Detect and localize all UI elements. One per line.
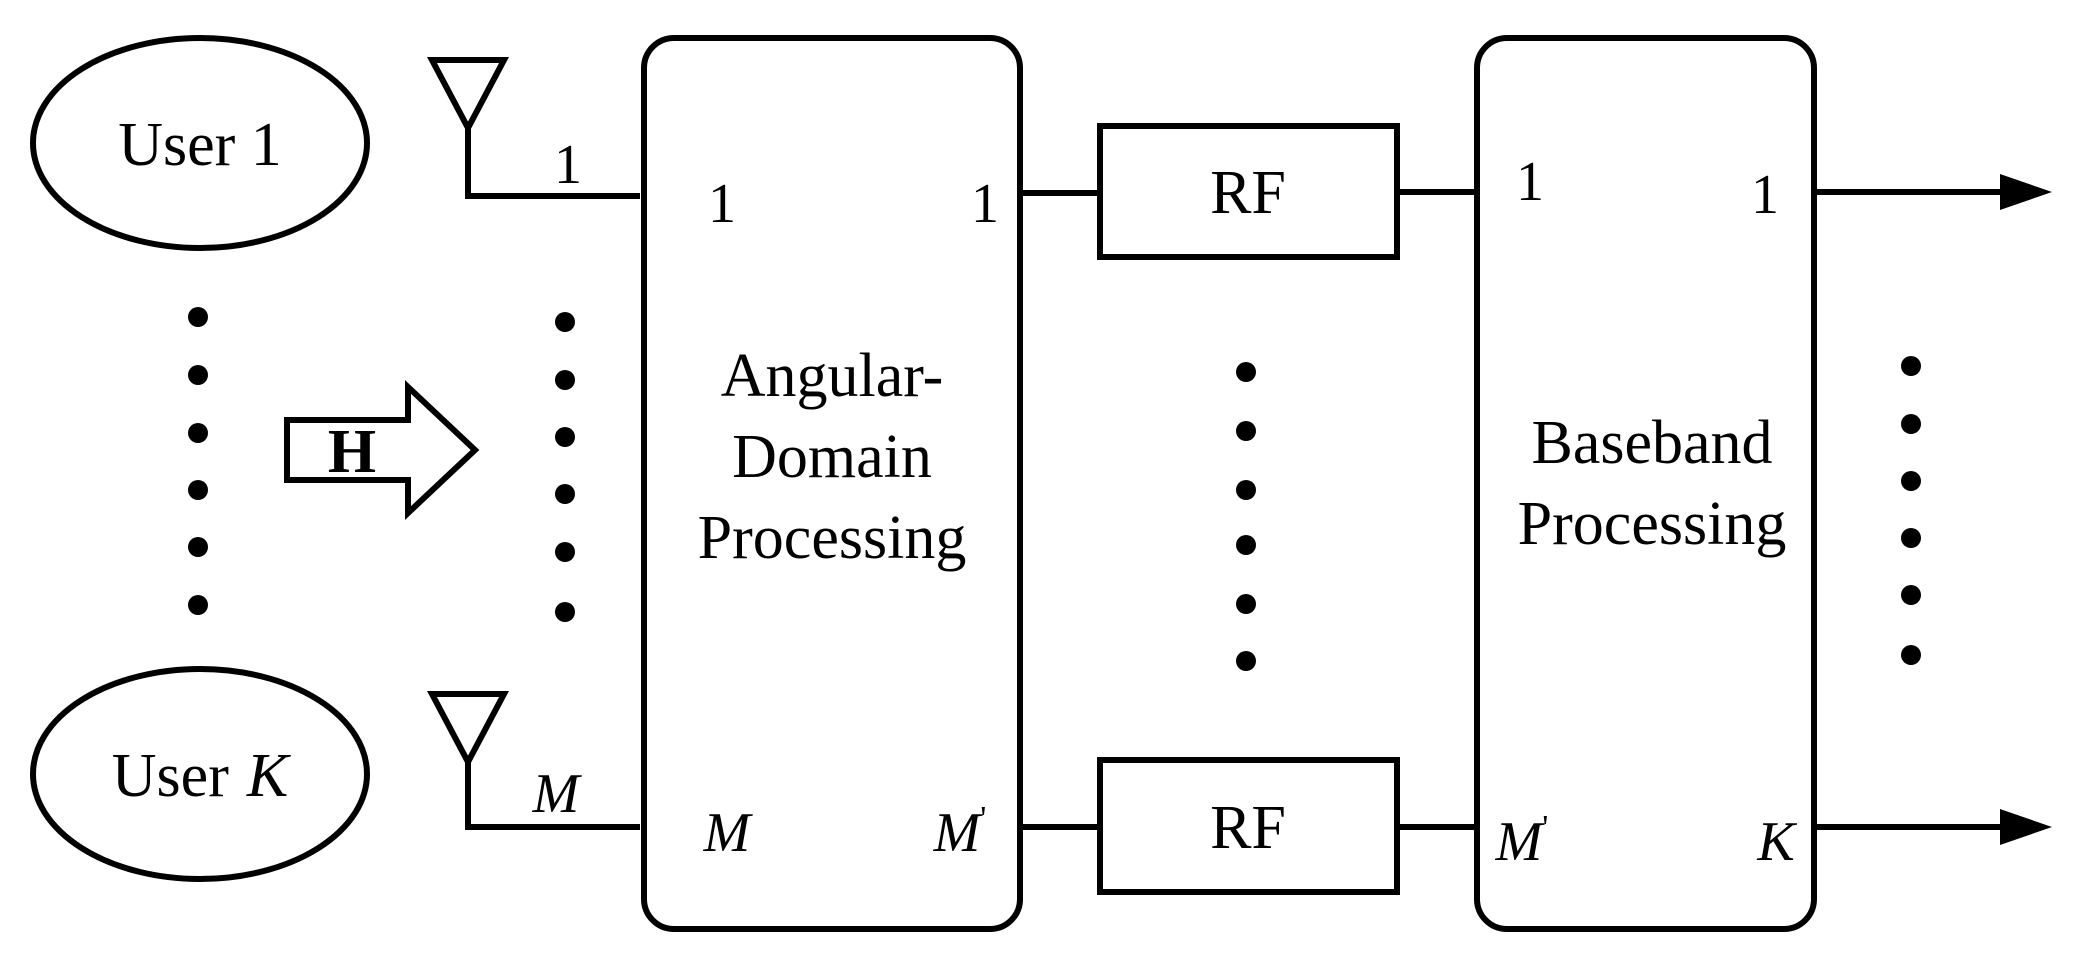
angular-domain-block: Angular- Domain Processing 1 1 M M' [641,35,1023,932]
baseband-in-top: 1 [1516,151,1544,213]
baseband-block: Baseband Processing 1 1 M' K [1474,35,1817,932]
baseband-out-top: 1 [1751,164,1779,226]
rf-ellipsis-dots [1236,362,1256,671]
baseband-block-line2: Processing [1518,490,1787,558]
angular-in-top: 1 [708,173,736,235]
output-arrow-bottom [1814,809,2052,845]
baseband-block-line1: Baseband [1531,409,1772,477]
rf-top-label: RF [1210,159,1286,227]
angular-block-line3: Processing [698,504,967,572]
angular-block-line2: Domain [732,423,932,491]
rf-chain-bottom: RF [1097,757,1400,895]
user-ellipsis-dots [188,307,208,615]
angular-in-bottom: M [703,802,754,864]
antenna-m: M [427,691,640,830]
user-1-label: User 1 [118,111,282,179]
baseband-out-bottom: K [1756,811,1797,873]
rf-bottom-label: RF [1210,794,1286,862]
output-ellipsis-dots [1901,356,1921,665]
angular-out-top: 1 [971,173,999,235]
channel-arrow: H [284,380,480,520]
antenna-1: 1 [427,57,640,199]
angular-out-bottom: M' [933,800,987,864]
antenna-1-index: 1 [554,134,582,196]
baseband-in-bottom: M' [1495,809,1549,873]
user-1-node: User 1 [30,35,370,251]
antenna-m-index: M [532,763,583,825]
output-arrow-top [1814,174,2052,210]
angular-block-line1: Angular- [721,342,944,410]
rf-chain-top: RF [1097,123,1400,260]
antenna-ellipsis-dots [555,312,575,622]
channel-label: H [328,418,376,486]
